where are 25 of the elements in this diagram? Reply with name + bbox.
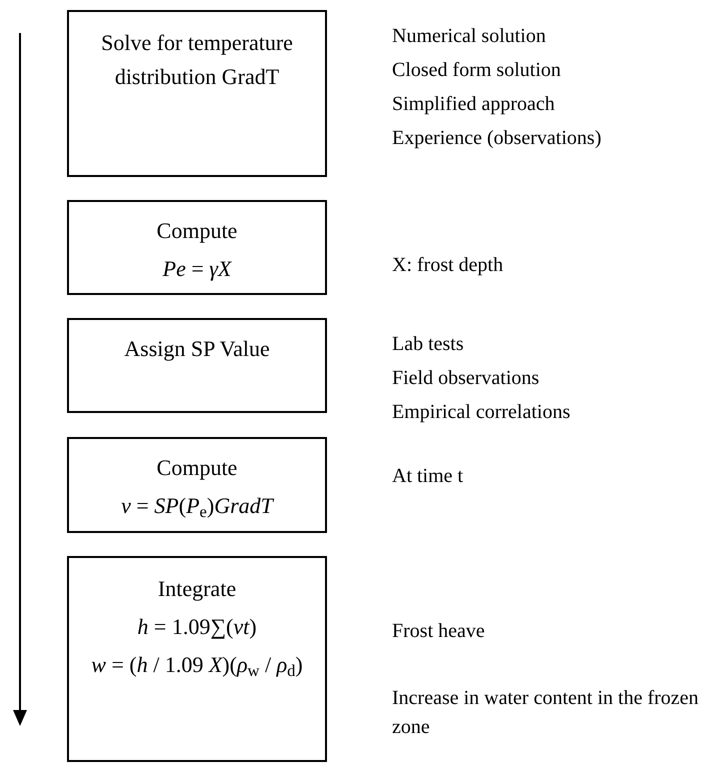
side-note: X: frost depth [392, 253, 504, 278]
side-note: At time t [392, 464, 464, 489]
side-note: Empirical correlations [392, 400, 572, 425]
side-note: Simplified approach [392, 92, 556, 117]
side-note: Increase in water content in the frozen zone [392, 686, 700, 740]
step-title: Integrate [158, 575, 236, 603]
side-note: Frost heave [392, 619, 486, 644]
process-box [67, 200, 327, 295]
side-note: Lab tests [392, 332, 465, 357]
side-note: Closed form solution [392, 58, 562, 83]
process-box [67, 10, 327, 177]
step-title: Assign SP Value [124, 335, 270, 363]
process-box [67, 556, 327, 762]
step-title: Compute [156, 454, 238, 482]
side-note: Field observations [392, 366, 540, 391]
process-box [67, 437, 327, 533]
step-title: Solve for temperature distribution GradT [100, 29, 294, 91]
step-title: Compute [156, 217, 238, 245]
side-note: Experience (observations) [392, 126, 602, 151]
formula: v = SP(P$_{e}$)GradT [121, 492, 273, 523]
process-box [67, 318, 327, 413]
side-note: Numerical solution [392, 24, 547, 49]
formula: Pe = γX [162, 255, 232, 283]
formula: h = 1.09∑(vt) [137, 613, 257, 641]
formula: w = (h / 1.09 X)(ρ$_{w}$ / ρ$_{d}$) [91, 651, 303, 682]
